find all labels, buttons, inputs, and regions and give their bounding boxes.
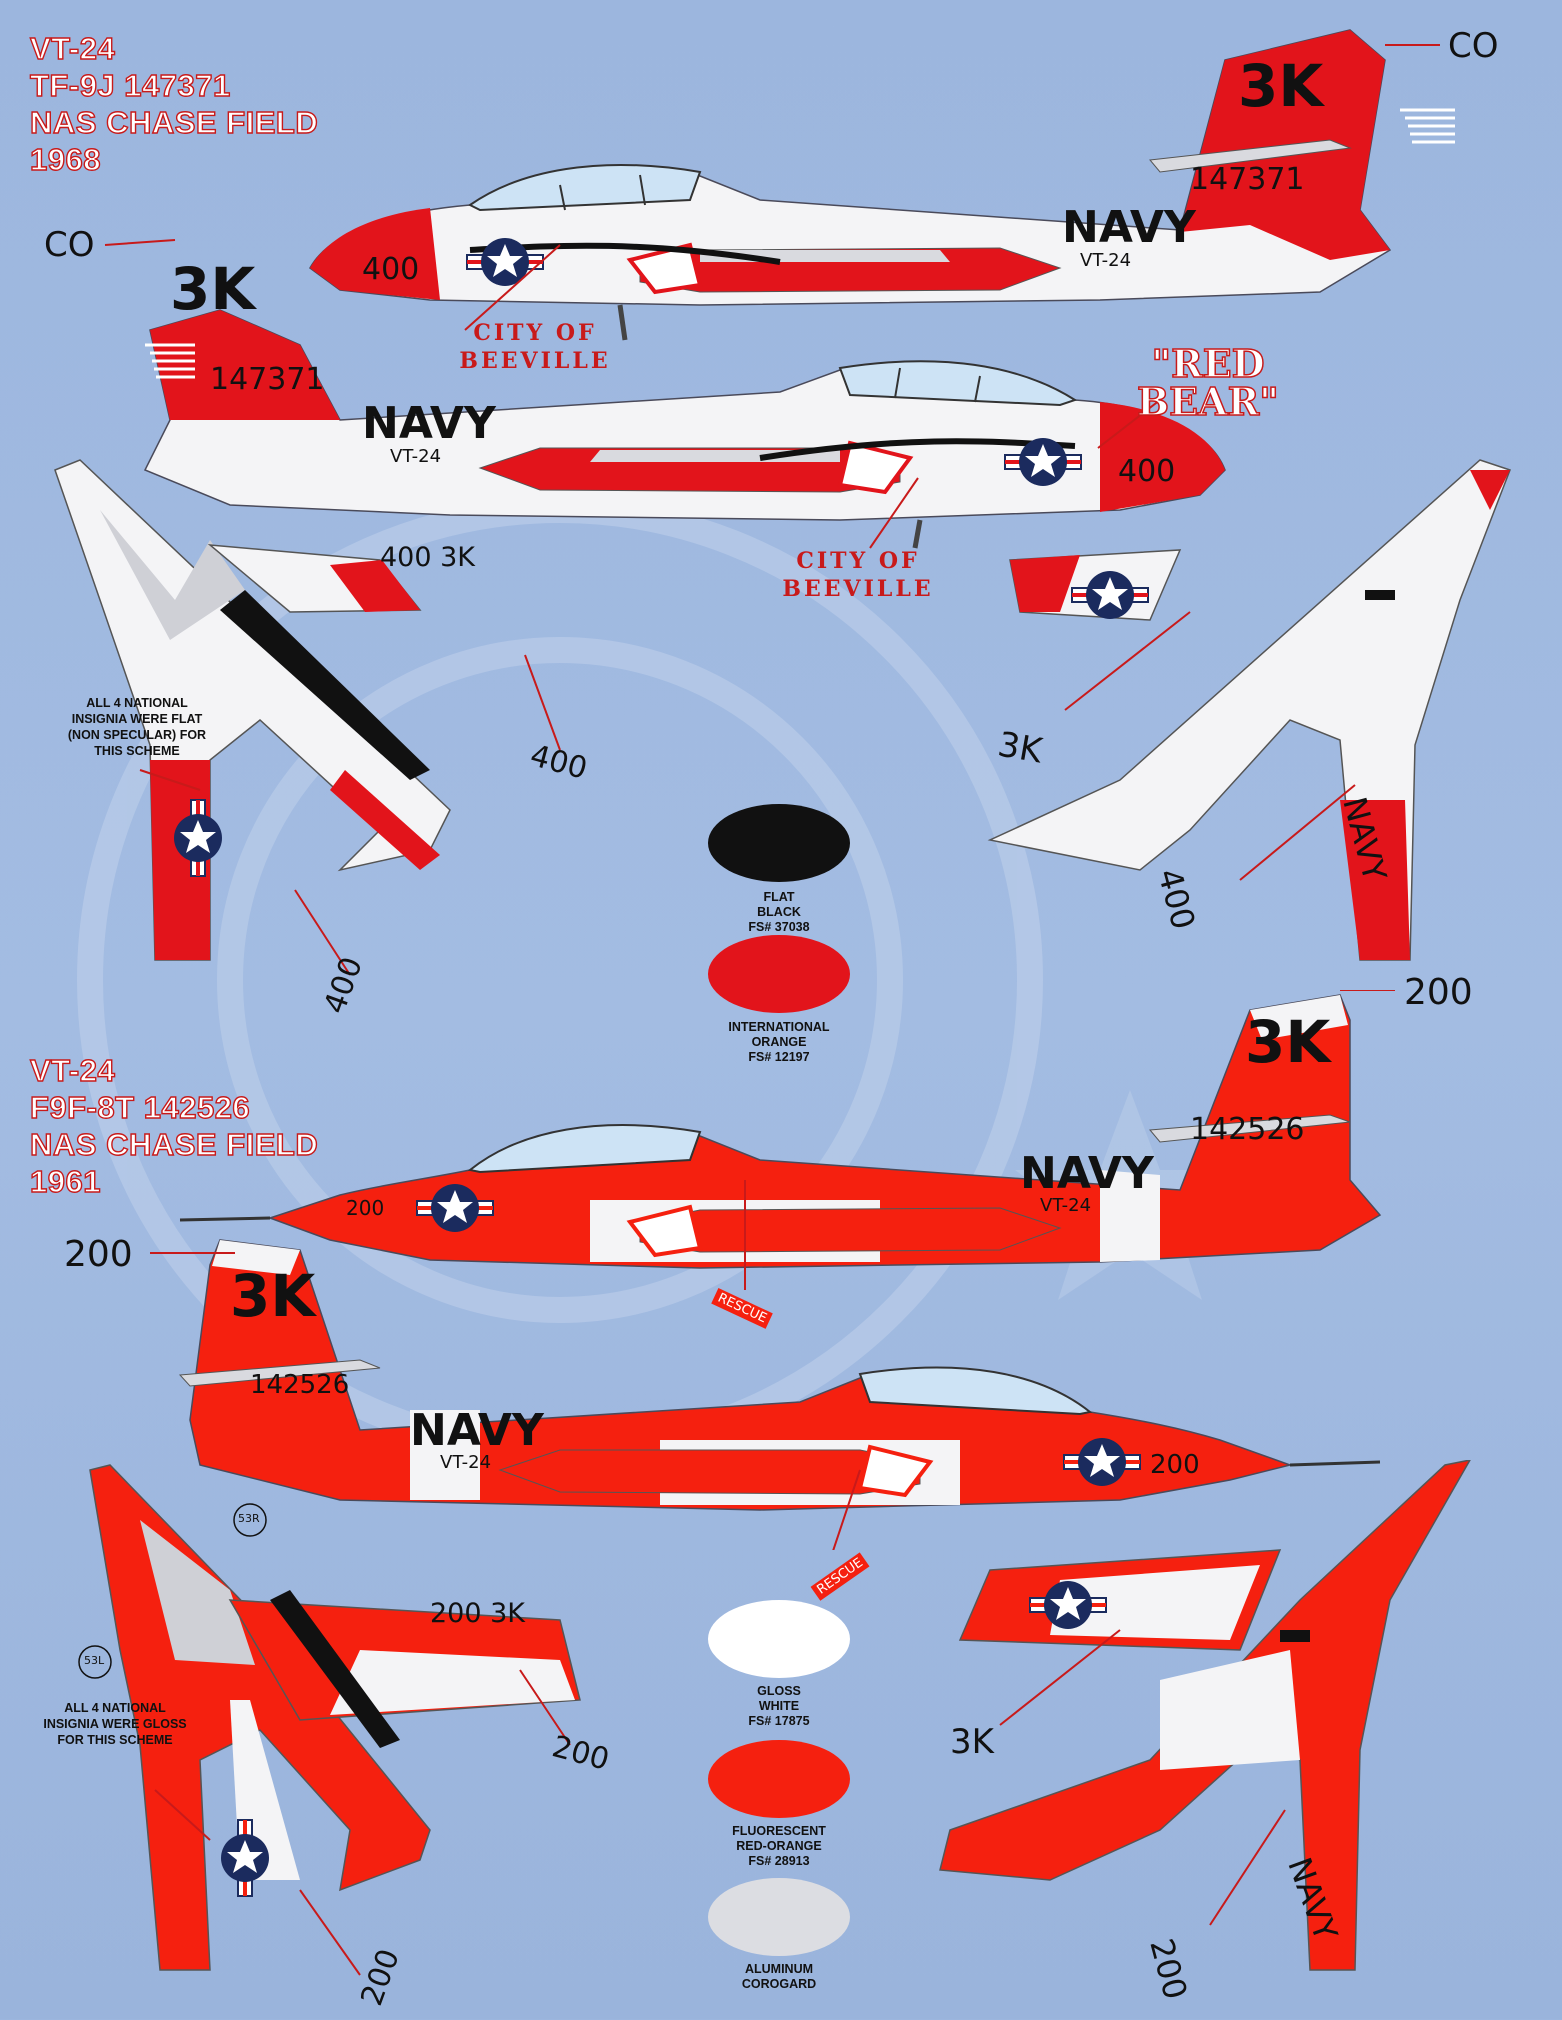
swatch-label-line: FS# 28913	[748, 1854, 810, 1868]
scheme2-service: NAVY	[1020, 1148, 1154, 1199]
scheme2-wing-upper-text: 200 3K	[430, 1598, 526, 1629]
scheme2-swatch-label: GLOSS WHITE FS# 17875	[704, 1684, 854, 1729]
scheme1-service-left: NAVY	[362, 398, 496, 449]
swatch-label-line: FLAT	[763, 890, 795, 904]
scheme1-title-line: 1968	[29, 141, 101, 177]
scheme1-swatch-label: INTERNATIONAL ORANGE FS# 12197	[704, 1020, 854, 1065]
scheme2-title-line: F9F-8T 142526	[29, 1089, 251, 1125]
scheme2-swatch-label: FLUORESCENT RED-ORANGE FS# 28913	[704, 1824, 854, 1869]
scheme1-nickname: "RED BEAR"	[1128, 341, 1288, 424]
city-line-1: CITY OF	[796, 548, 920, 574]
scheme2-serial-left: 142526	[250, 1370, 350, 1400]
scheme1-code-callout-right: CO	[1448, 26, 1499, 66]
scheme1-title-line: TF-9J 147371	[29, 67, 231, 103]
scheme1-swatch-label: FLAT BLACK FS# 37038	[704, 890, 854, 935]
scheme1-swatch-flat-black	[708, 804, 850, 882]
scheme1-service: NAVY	[1062, 202, 1196, 253]
stencil-circles	[78, 1503, 267, 1679]
scheme2-bottom-view	[939, 1460, 1471, 1971]
swatch-label-line: ALUMINUM	[744, 1962, 814, 1976]
city-line-1: CITY OF	[473, 320, 597, 346]
scheme1-bottom-view	[987, 459, 1511, 961]
scheme2-planforms	[78, 1460, 1471, 1976]
scheme2-modex-callout-left: 200	[64, 1234, 133, 1275]
scheme1-top-view	[54, 459, 451, 961]
scheme1-serial-left: 147371	[210, 362, 325, 397]
scheme2-stencil-l: 53L	[84, 1654, 105, 1667]
scheme1-tail-code: 3K	[1238, 52, 1324, 120]
scheme1-wing-callout-3k: 3K	[994, 724, 1046, 772]
scheme2-service-left: NAVY	[410, 1405, 544, 1456]
scheme2-tail-code-left: 3K	[230, 1262, 316, 1330]
scheme2-modex-callout-right: 200	[1404, 972, 1473, 1013]
scheme2-title-line: VT-24	[29, 1052, 116, 1088]
scheme1-modex: 400	[362, 252, 420, 287]
scheme2-title-line: 1961	[29, 1163, 101, 1199]
scheme2-tail-code: 3K	[1245, 1008, 1331, 1076]
scheme1-profile-right	[143, 309, 1226, 549]
scheme1-profiles	[104, 29, 1455, 549]
scheme2-profile-right	[178, 1239, 1381, 1511]
swatch-label-line: INTERNATIONAL	[728, 1020, 830, 1034]
scheme2-insignia-note: ALL 4 NATIONAL INSIGNIA WERE GLOSS FOR T…	[43, 1701, 187, 1747]
nickname-line-1: "RED	[1151, 341, 1266, 386]
swatch-label-line: COROGARD	[741, 1977, 817, 1991]
scheme2-title-line: NAS CHASE FIELD	[29, 1126, 319, 1162]
scheme1-modex-right: 400	[1118, 454, 1176, 489]
scheme2-squadron: VT-24	[1040, 1195, 1092, 1216]
scheme2-swatch-fluorescent-red-orange	[708, 1740, 850, 1818]
swatch-label-line: WHITE	[758, 1699, 800, 1713]
city-line-2: BEEVILLE	[459, 348, 611, 374]
nickname-line-2: BEAR"	[1136, 379, 1279, 424]
scheme1-swatch-international-orange	[708, 935, 850, 1013]
scheme1-insignia-note: ALL 4 NATIONAL INSIGNIA WERE FLAT (NON S…	[67, 696, 207, 758]
scheme2-swatch-label: ALUMINUM COROGARD	[704, 1962, 854, 1992]
scheme1-city-label-upper: CITY OF BEEVILLE	[455, 322, 615, 372]
scheme1-title-line: NAS CHASE FIELD	[29, 104, 319, 140]
scheme2-swatch-gloss-white	[708, 1600, 850, 1678]
scheme1-squadron: VT-24	[1080, 250, 1132, 271]
scheme2-modex: 200	[346, 1196, 385, 1220]
scheme2-modex-right: 200	[1150, 1450, 1200, 1480]
swatch-label-line: ORANGE	[751, 1035, 807, 1049]
scheme1-city-label-lower: CITY OF BEEVILLE	[778, 550, 938, 600]
swatch-label-line: FS# 37038	[748, 920, 810, 934]
scheme2-stencil-r: 53R	[238, 1512, 260, 1525]
scheme2-top-view	[89, 1464, 581, 1971]
scheme1-title: VT-24 TF-9J 147371 NAS CHASE FIELD 1968	[29, 30, 319, 178]
scheme1-planforms	[54, 459, 1511, 976]
swatch-label-line: FLUORESCENT	[732, 1824, 826, 1838]
swatch-label-line: GLOSS	[757, 1684, 801, 1698]
scheme2-swatch-aluminum-corogard	[708, 1878, 850, 1956]
swatch-label-line: RED-ORANGE	[736, 1839, 822, 1853]
scheme1-code-callout-left: CO	[44, 225, 95, 265]
scheme2-squadron-left: VT-24	[440, 1452, 492, 1473]
scheme2-profiles	[150, 990, 1395, 1550]
scheme1-tail-code-left: 3K	[170, 255, 256, 323]
scheme2-serial: 142526	[1190, 1112, 1305, 1147]
scheme1-wing-upper-text: 400 3K	[380, 542, 476, 573]
scheme2-title: VT-24 F9F-8T 142526 NAS CHASE FIELD 1961	[29, 1052, 319, 1200]
scheme1-profile-left	[309, 29, 1455, 341]
scheme1-title-line: VT-24	[29, 30, 116, 66]
scheme1-squadron-left: VT-24	[390, 446, 442, 467]
swatch-label-line: FS# 17875	[748, 1714, 810, 1728]
city-line-2: BEEVILLE	[782, 576, 934, 602]
scheme1-serial: 147371	[1190, 162, 1305, 197]
swatch-label-line: FS# 12197	[748, 1050, 810, 1064]
scheme2-wing-callout-3k: 3K	[950, 1722, 994, 1762]
swatch-label-line: BLACK	[757, 905, 801, 919]
